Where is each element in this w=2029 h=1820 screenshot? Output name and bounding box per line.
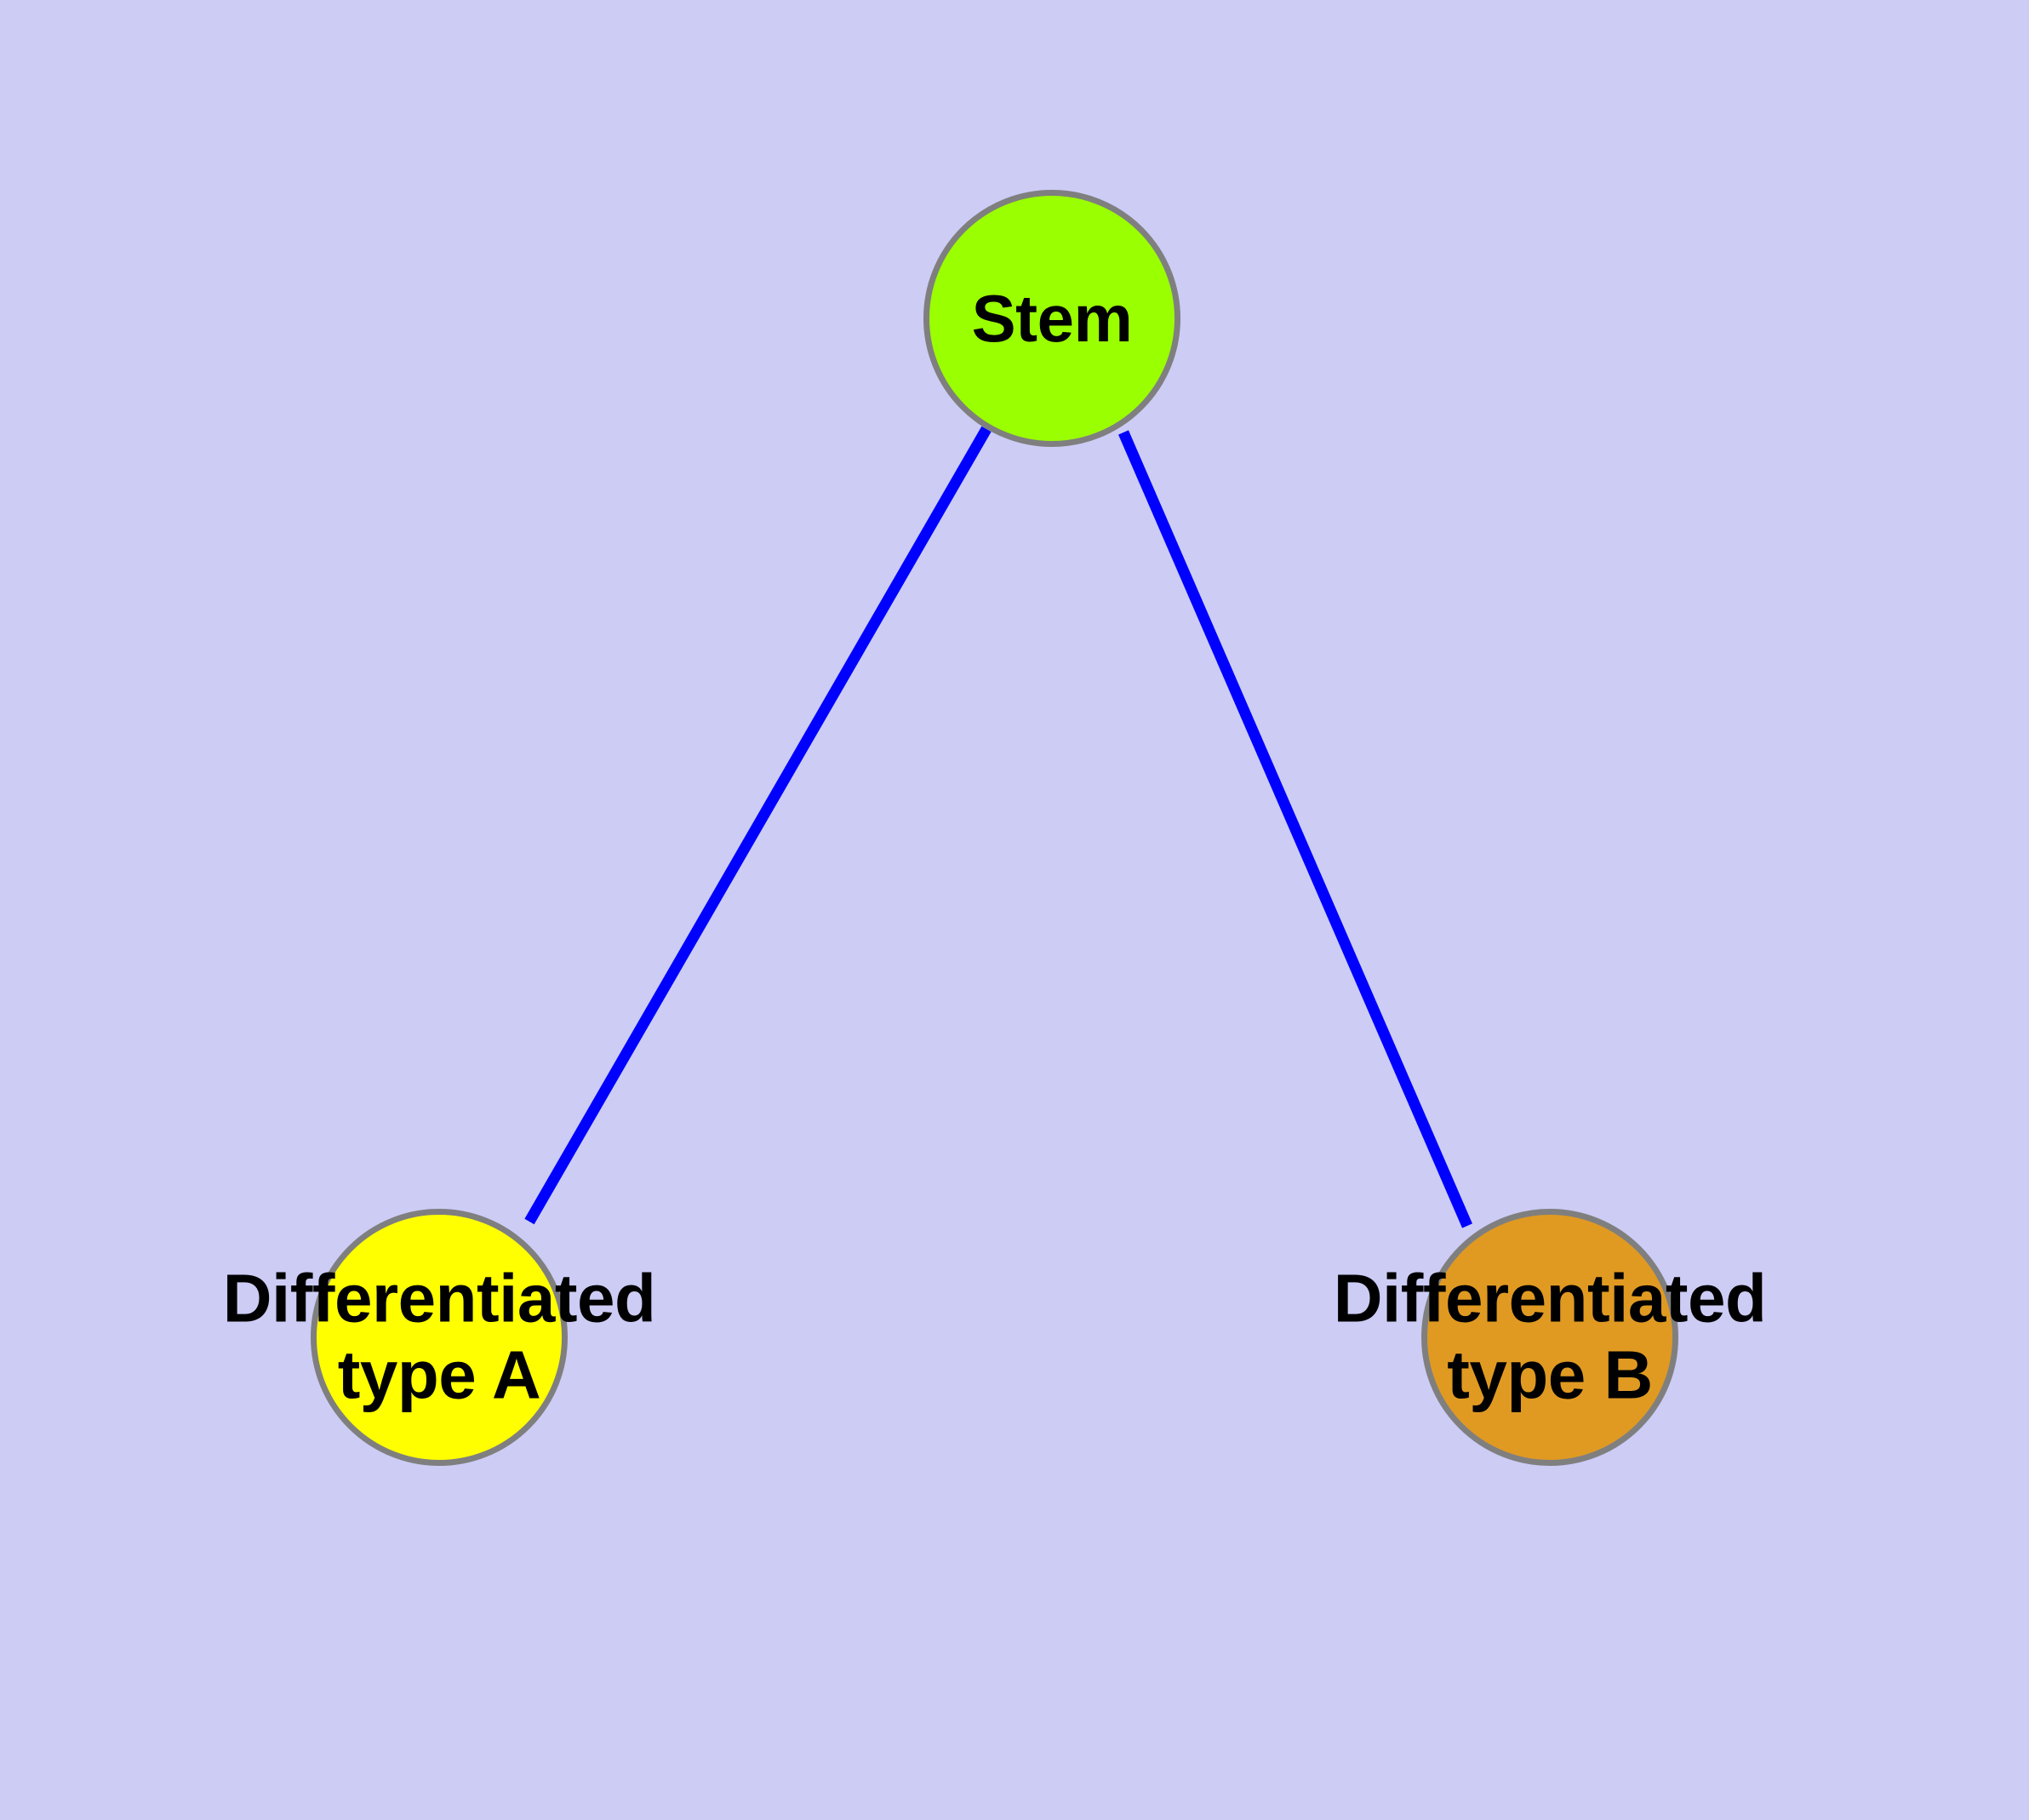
node-label-line: type A — [337, 1337, 541, 1413]
node-label-line: type B — [1447, 1337, 1653, 1413]
node-label-line: Stem — [971, 280, 1133, 356]
node-differentiated-type-a[interactable] — [311, 1209, 568, 1466]
node-label-line: Differentiated — [222, 1260, 656, 1336]
edge-stem-to-differentiated-type-b — [1118, 430, 1472, 1228]
edge-stem-to-differentiated-type-a — [524, 426, 992, 1225]
node-label-stem: Stem — [972, 281, 1133, 356]
node-label-line: Differentiated — [1333, 1260, 1767, 1336]
node-differentiated-type-b[interactable] — [1421, 1209, 1678, 1466]
node-stem[interactable] — [923, 190, 1180, 447]
